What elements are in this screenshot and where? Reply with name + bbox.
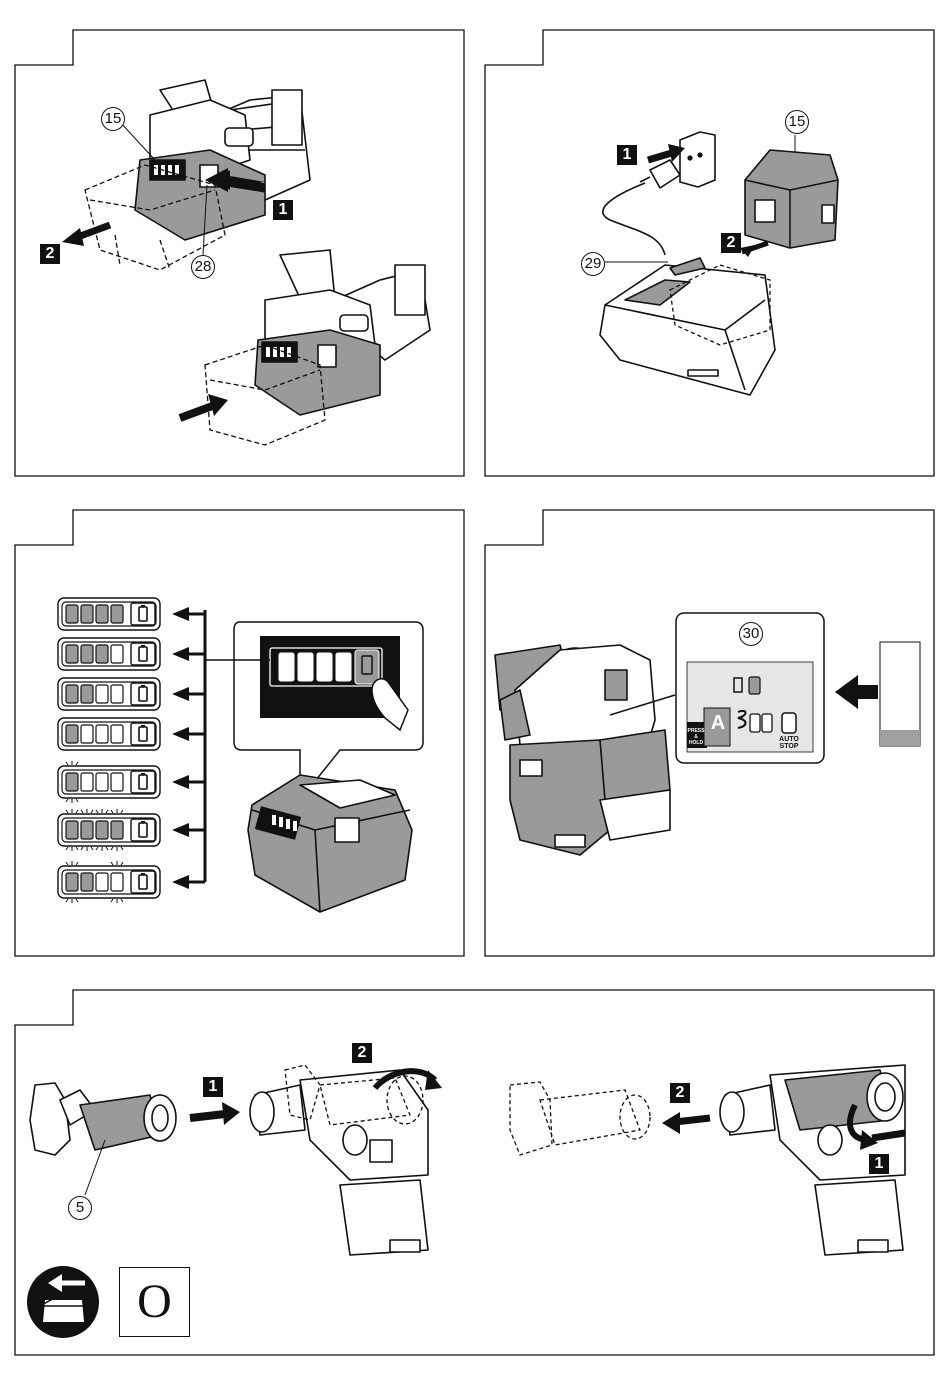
symbol-letter-box: O xyxy=(119,1267,190,1337)
step-1-left: 1 xyxy=(203,1077,223,1097)
step-1-right: 1 xyxy=(869,1154,889,1174)
step-2-left: 2 xyxy=(352,1043,372,1063)
step-2-right: 2 xyxy=(670,1083,690,1103)
callout-5: 5 xyxy=(68,1196,92,1220)
